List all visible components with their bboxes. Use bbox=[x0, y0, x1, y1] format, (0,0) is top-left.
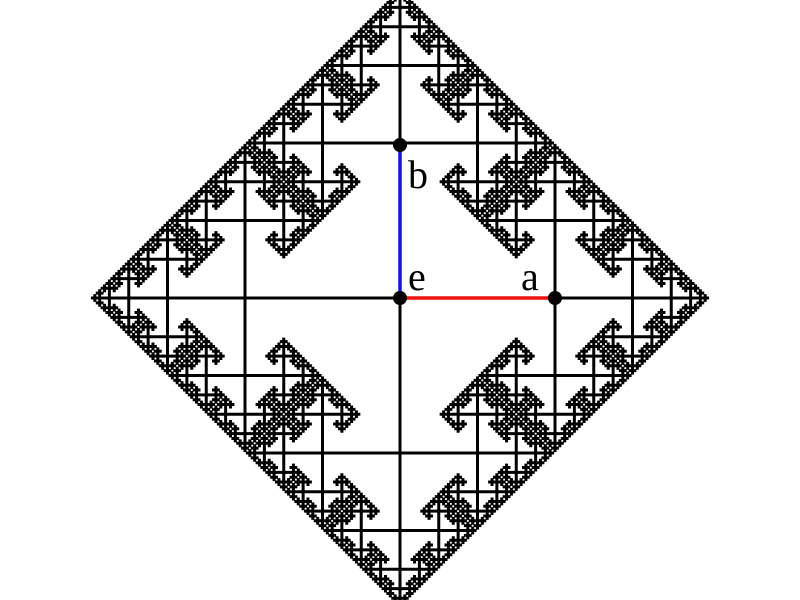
vertex-b bbox=[393, 138, 407, 152]
label-a: a bbox=[521, 254, 539, 299]
label-b: b bbox=[408, 152, 428, 197]
vertex-a bbox=[548, 291, 562, 305]
vertex-identity bbox=[393, 291, 407, 305]
label-identity: e bbox=[408, 254, 426, 299]
